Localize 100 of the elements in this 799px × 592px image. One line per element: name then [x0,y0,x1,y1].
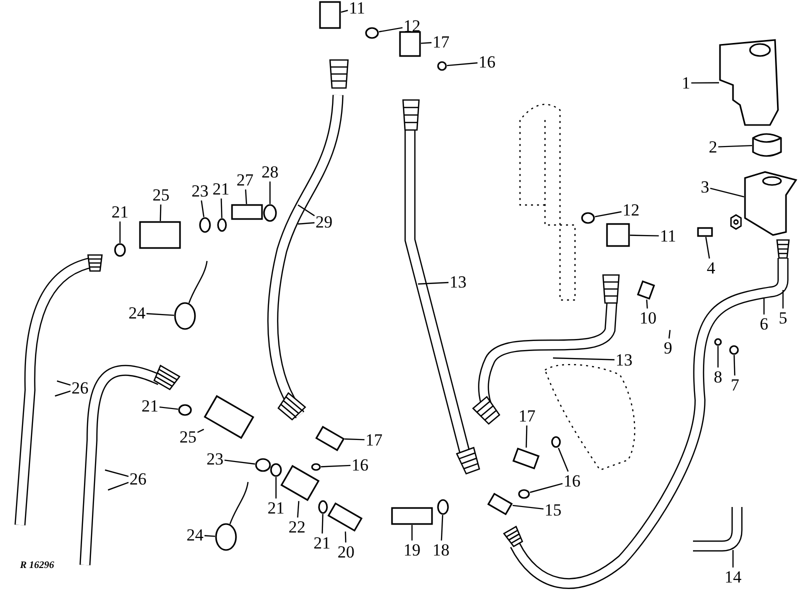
callout-number: 21 [212,180,230,198]
callout-number: 16 [564,472,580,490]
leader-line [691,82,719,84]
leader-line [320,464,351,468]
leader-line [200,200,204,218]
seal-ring [199,217,211,233]
leader-line [446,62,478,66]
leader-line [298,204,315,216]
callout-number: 23 [206,450,224,468]
leader-line [710,188,744,198]
leader-line [275,477,277,498]
elbow-fitting [319,1,341,29]
callout-number: 16 [352,456,368,474]
elbow-fitting [399,31,421,57]
leader-line [734,354,736,376]
leader-line [298,222,315,225]
leader-line [440,514,444,541]
leader-line [763,298,765,314]
callout-number: 14 [724,568,742,586]
callout-number: 19 [404,542,420,558]
leader-line [297,500,300,518]
leader-line [630,234,659,236]
leader-line [159,406,178,410]
leader-line [418,282,449,285]
leader-line [420,42,432,44]
callout-number: 1 [682,74,690,92]
callout-number: 4 [706,260,716,276]
o-ring [581,212,595,224]
mounting-bracket [744,171,797,236]
leader-line [340,10,348,13]
leader-line [705,236,710,259]
callout-number: 27 [236,172,254,188]
leader-line [782,290,784,308]
bolt [697,227,713,237]
callout-number: 17 [366,432,382,448]
nut [729,345,739,355]
leader-line [146,313,174,316]
callout-number: 24 [128,304,146,322]
leader-line [204,535,216,537]
leader-line [269,182,271,204]
callout-number: 12 [622,202,640,218]
leader-line [245,189,248,204]
leader-line [668,330,671,339]
washer [714,338,722,346]
callout-number: 18 [432,542,450,558]
o-ring [365,27,379,39]
leader-line [732,550,734,568]
leader-line [378,27,403,32]
leader-line [646,300,648,309]
leader-line [197,428,204,433]
leader-line [526,425,528,448]
leader-line [344,438,365,440]
callout-number: 6 [760,316,768,332]
washer [437,499,449,515]
callout-number: 17 [518,408,536,424]
callout-number: 24 [186,526,204,544]
callout-number: 28 [262,164,278,180]
leader-line [344,532,346,543]
o-ring [217,218,227,232]
callout-number: 13 [450,274,466,290]
bolt [636,280,656,300]
o-ring [178,404,192,416]
callout-number: 5 [778,310,788,326]
leader-line [594,211,622,218]
drawing-number: R 16296 [20,560,54,571]
callout-number: 23 [192,182,208,200]
leader-line [54,390,71,397]
leader-line [108,482,129,491]
leader-line [104,469,129,477]
leader-line [512,504,544,510]
callout-number: 12 [404,18,420,34]
callout-number: 29 [316,214,332,230]
callout-number: 13 [616,352,632,368]
callout-number: 9 [664,340,672,356]
o-ring [318,500,328,514]
callout-number: 22 [288,518,306,536]
callout-number: 10 [640,310,656,326]
bushing [752,133,782,157]
callout-number: 16 [478,54,496,70]
leader-line [220,198,222,218]
leader-line [322,514,324,534]
coupler-body [139,221,181,249]
o-ring [114,243,126,257]
o-ring [311,463,321,471]
leader-line [718,144,752,148]
callout-number: 11 [348,0,366,16]
callout-number: 2 [708,138,718,156]
callout-number: 21 [314,534,330,552]
threaded-adapter [391,507,433,525]
o-ring [518,489,530,499]
callout-number: 25 [152,186,170,204]
callout-number: 8 [714,368,722,386]
leader-line [530,483,563,493]
callout-number: 11 [660,228,676,244]
callout-number: 21 [142,398,158,414]
threaded-adapter [231,204,263,220]
leader-line [160,204,162,222]
callout-number: 26 [72,380,88,396]
leader-line [552,357,615,360]
callout-number: 20 [338,544,354,560]
